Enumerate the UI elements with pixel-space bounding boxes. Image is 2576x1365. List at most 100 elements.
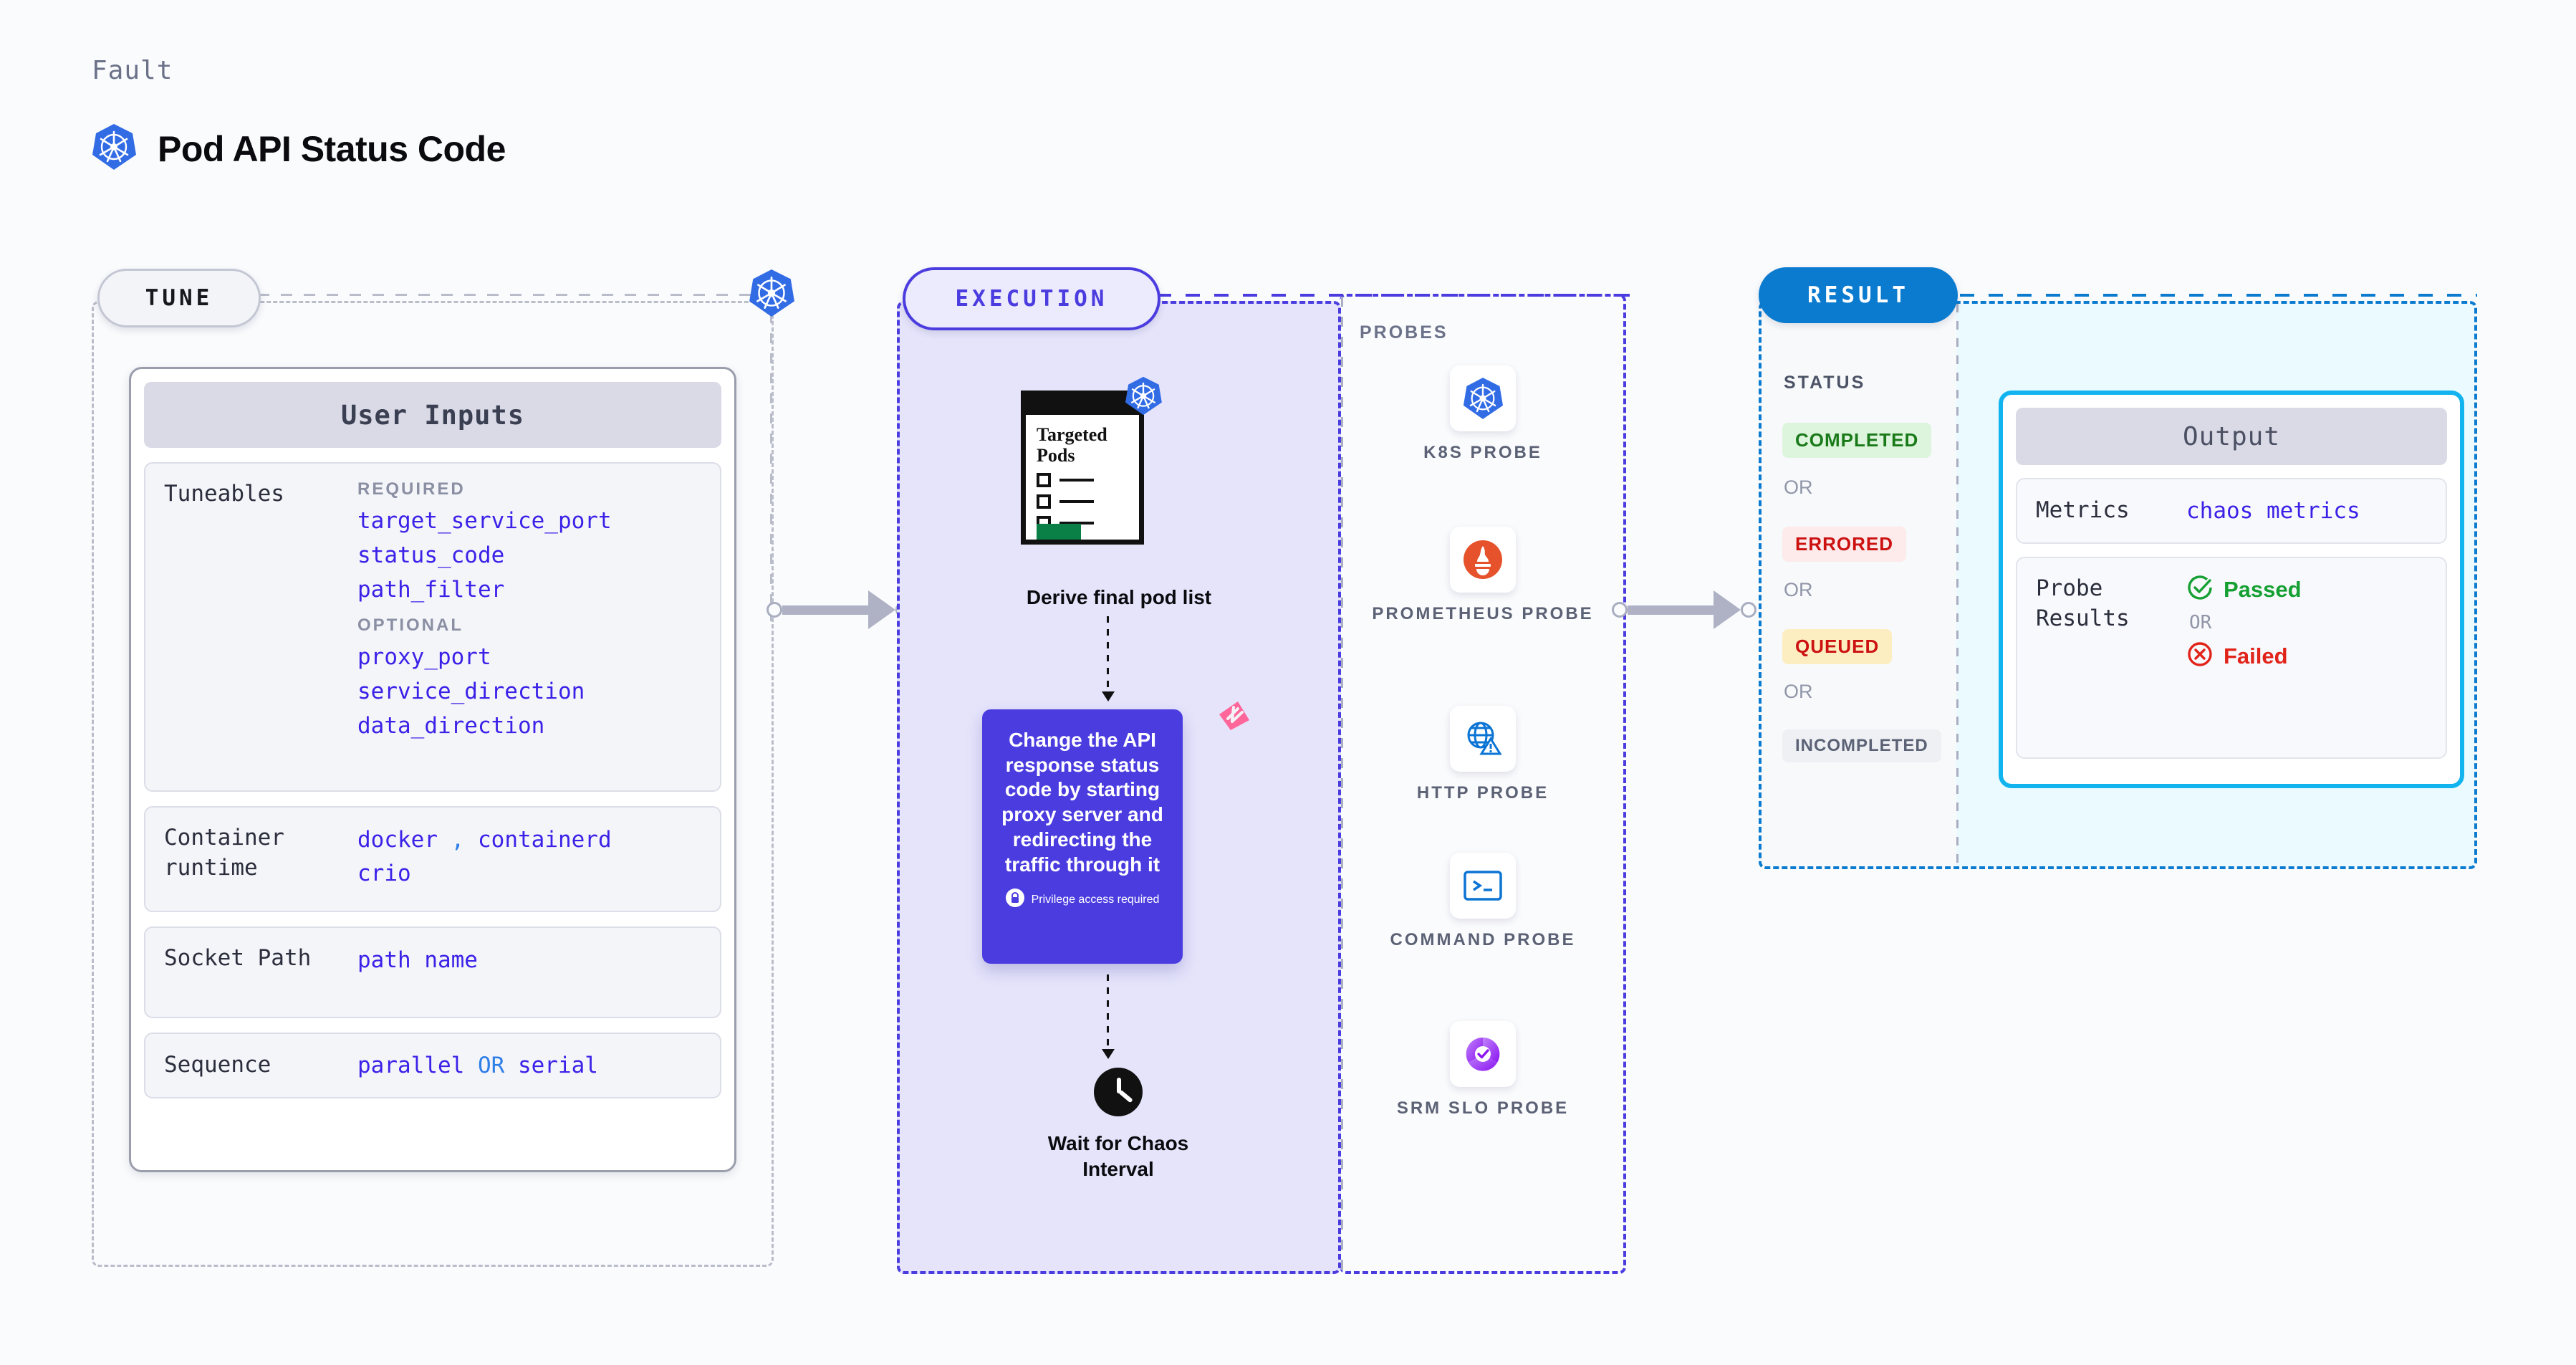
probe-srm-slo[interactable]: SRM SLO PROBE (1361, 1021, 1605, 1119)
kubernetes-icon (92, 123, 136, 174)
probe-result-passed: Passed (2186, 574, 2302, 605)
container-runtime-box: Container runtime docker , containerd cr… (144, 806, 721, 912)
tune-badge[interactable]: TUNE (97, 269, 261, 327)
clock-icon (1094, 1068, 1143, 1116)
status-title: STATUS (1784, 373, 1866, 393)
status-badge-incompleted: INCOMPLETED (1782, 729, 1941, 762)
status-badge-completed: COMPLETED (1782, 423, 1932, 458)
container-runtime-label: Container runtime (164, 825, 284, 881)
pod-status-bar (1037, 524, 1081, 540)
metrics-label: Metrics (2036, 497, 2130, 524)
connector-bar (782, 605, 868, 615)
targeted-pods-title: Targeted Pods (1037, 424, 1107, 466)
tune-region (92, 301, 774, 1267)
status-or-3: OR (1784, 681, 1813, 702)
connector-start-dot (1612, 602, 1628, 618)
derive-pod-list-label: Derive final pod list (1026, 586, 1212, 608)
page-title: Pod API Status Code (92, 123, 506, 174)
execution-badge[interactable]: EXECUTION (903, 267, 1160, 330)
status-badge-errored: ERRORED (1782, 527, 1907, 562)
result-badge[interactable]: RESULT (1759, 267, 1958, 323)
socket-path-value[interactable]: path name (357, 947, 478, 973)
probe-result-failed: Failed (2186, 641, 2302, 671)
user-inputs-card: User Inputs Tuneables REQUIRED target_se… (129, 367, 736, 1172)
tuneable-optional-0[interactable]: proxy_port (357, 644, 491, 670)
status-or-2: OR (1784, 579, 1813, 600)
tuneable-required-1[interactable]: status_code (357, 542, 505, 568)
execution-connector-dashes (1157, 294, 1630, 297)
sequence-label: Sequence (164, 1052, 271, 1078)
tune-k8s-dashed-line (770, 313, 772, 621)
kubernetes-icon (1450, 365, 1516, 431)
runtime-containerd[interactable]: containerd (478, 827, 612, 853)
arrow-right-icon (868, 590, 895, 629)
flow-connector-line (1107, 974, 1109, 1053)
checkbox-icon (1037, 473, 1051, 487)
result-divider (1956, 304, 1959, 866)
probe-command[interactable]: COMMAND PROBE (1361, 853, 1605, 951)
probe-passed-label: Passed (2224, 576, 2302, 602)
chaos-action-card: Change the API response status code by s… (982, 709, 1183, 964)
tuneable-optional-2[interactable]: data_direction (357, 713, 545, 739)
pod-line (1059, 522, 1094, 525)
runtime-separator: , (451, 827, 465, 853)
pod-line (1059, 500, 1094, 503)
kubernetes-icon (1125, 376, 1162, 416)
fault-eyebrow: Fault (92, 56, 173, 85)
output-title: Output (2016, 408, 2447, 465)
runtime-docker[interactable]: docker (357, 827, 438, 853)
prometheus-icon (1450, 527, 1516, 593)
privilege-note: Privilege access required (996, 889, 1168, 911)
privilege-text: Privilege access required (1031, 893, 1160, 906)
wait-chaos-interval-label: Wait for Chaos Interval (1047, 1132, 1189, 1181)
probe-k8s[interactable]: K8S PROBE (1361, 365, 1605, 464)
probe-label: SRM SLO PROBE (1396, 1098, 1570, 1118)
optional-label: OPTIONAL (357, 616, 463, 635)
flow-connector-line (1107, 616, 1109, 695)
terminal-icon (1450, 853, 1516, 919)
check-circle-icon (2186, 574, 2214, 605)
result-status-column (1762, 304, 1956, 866)
probe-failed-label: Failed (2224, 643, 2288, 669)
result-connector-dashes (1960, 294, 2477, 297)
tuneable-optional-1[interactable]: service_direction (357, 679, 585, 704)
metrics-value[interactable]: chaos metrics (2186, 498, 2360, 524)
probe-http[interactable]: HTTP PROBE (1361, 706, 1605, 804)
required-label: REQUIRED (357, 479, 466, 499)
probe-results-or: OR (2189, 612, 2212, 633)
sequence-box: Sequence parallel OR serial (144, 1033, 721, 1098)
runtime-crio[interactable]: crio (357, 860, 411, 886)
user-inputs-title: User Inputs (144, 382, 721, 448)
sequence-separator: OR (477, 1052, 505, 1078)
result-region (1759, 301, 2477, 869)
probe-prometheus[interactable]: PROMETHEUS PROBE (1361, 527, 1605, 625)
sequence-serial[interactable]: serial (517, 1052, 598, 1078)
connector-start-dot (766, 602, 782, 618)
x-circle-icon (2186, 641, 2214, 671)
tuneable-required-2[interactable]: path_filter (357, 577, 505, 603)
lock-icon (1005, 889, 1024, 911)
probes-title: PROBES (1360, 322, 1448, 343)
tuneable-required-0[interactable]: target_service_port (357, 508, 612, 534)
connector-bar (1628, 605, 1714, 615)
sequence-parallel[interactable]: parallel (357, 1052, 465, 1078)
page-title-text: Pod API Status Code (158, 128, 506, 169)
status-or-1: OR (1784, 476, 1813, 498)
chaos-action-text: Change the API response status code by s… (1001, 729, 1163, 876)
probes-region (1340, 294, 1626, 1274)
arrow-down-icon (1102, 691, 1115, 701)
probe-label: PROMETHEUS PROBE (1372, 604, 1594, 623)
connector-end-dot (1741, 602, 1756, 618)
probe-label: COMMAND PROBE (1390, 930, 1576, 949)
tuneables-box: Tuneables REQUIRED target_service_port s… (144, 462, 721, 792)
kubernetes-icon (749, 269, 794, 317)
socket-path-label: Socket Path (164, 945, 312, 971)
slo-donut-check-icon (1450, 1021, 1516, 1087)
connector-tune-to-execution (766, 590, 911, 629)
probes-divider (1341, 297, 1343, 1271)
probe-label: K8S PROBE (1423, 443, 1542, 462)
targeted-pods-card-titlebar (1021, 391, 1144, 415)
